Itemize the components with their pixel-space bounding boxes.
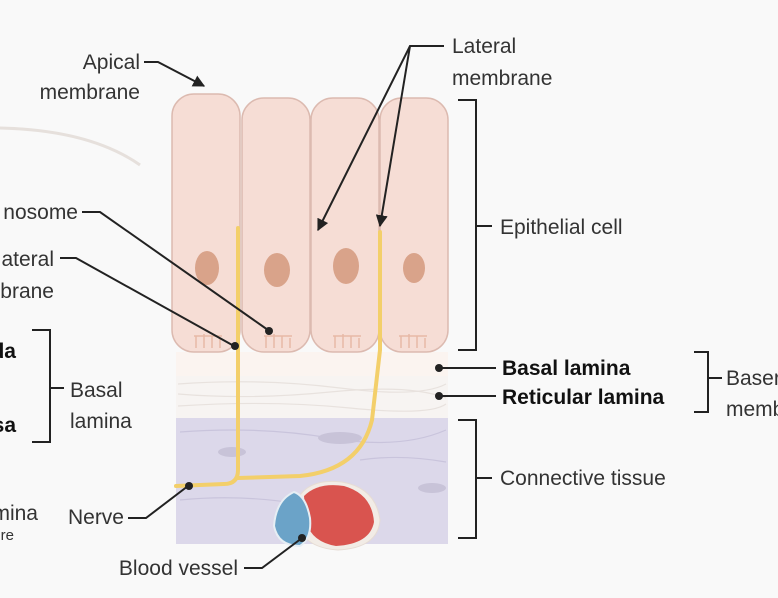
epithelial-cell: [241, 97, 311, 353]
basal-lamina-left-line2: lamina: [70, 410, 132, 433]
lateral-leader-2: [375, 45, 411, 228]
lateral-label-line1: Lateral: [452, 35, 516, 58]
epithelial-cells: [171, 93, 449, 353]
nucleus: [333, 248, 359, 284]
apical-leader: [144, 61, 206, 87]
basement-bracket: [694, 351, 722, 413]
basal-lamina-left-line1: Basal: [70, 379, 123, 402]
reticular-lamina-label: Reticular lamina: [502, 386, 665, 409]
basolateral-leader: [60, 257, 235, 347]
lamina-fragment-label: mina: [0, 502, 38, 525]
nucleus: [403, 253, 425, 283]
reticular-fibers: [177, 381, 447, 412]
epithelial-cell: [171, 93, 241, 353]
nerve-leader: [128, 485, 189, 519]
basement-membrane-line1: Baser: [726, 367, 778, 390]
vein: [272, 490, 312, 548]
blood-vessel-leader: [244, 537, 303, 569]
connective-fibers: [179, 429, 447, 505]
basal-lamina-left-bracket: [32, 329, 64, 443]
re-fragment-label: re: [1, 527, 14, 544]
brackets: [32, 99, 722, 539]
epithelial-cell: [379, 97, 449, 353]
epithelial-cell-label: Epithelial cell: [500, 216, 623, 239]
hemidesmosomes: [194, 334, 427, 348]
leader-dots: [185, 327, 443, 542]
background-arc: [0, 126, 141, 167]
desmosome-leader: [82, 211, 269, 331]
basolateral-label-line2: brane: [0, 280, 54, 303]
basolateral-dot: [231, 342, 239, 350]
desmosome-label: nosome: [3, 201, 78, 224]
connective-bracket: [458, 419, 492, 539]
connective-tissue-label: Connective tissue: [500, 467, 666, 490]
basement-membrane-line2: memb: [726, 398, 778, 421]
blood-vessel: [272, 480, 381, 551]
basal-lamina-dot: [435, 364, 443, 372]
nucleus: [195, 251, 219, 285]
artery: [304, 485, 374, 546]
nucleus: [264, 253, 290, 287]
nuclei: [195, 248, 425, 287]
desmosome-dot: [265, 327, 273, 335]
basolateral-label-line1: ateral: [1, 248, 54, 271]
lateral-label-line2: membrane: [452, 67, 552, 90]
apical-label-line1: Apical: [83, 51, 140, 74]
blood-vessel-label: Blood vessel: [119, 557, 238, 580]
blood-vessel-dot: [298, 534, 306, 542]
basal-lamina-layer: [176, 352, 448, 376]
nerve-dot: [185, 482, 193, 490]
epithelial-bracket: [458, 99, 492, 351]
leader-lines: [60, 45, 496, 569]
nerve-fibers: [174, 226, 382, 488]
reticular-lamina-dot: [435, 392, 443, 400]
nerve-label: Nerve: [68, 506, 124, 529]
basal-lamina-label: Basal lamina: [502, 357, 631, 380]
lamina-lucida-label: da: [0, 340, 16, 363]
lamina-densa-label: sa: [0, 414, 16, 437]
apical-label-line2: membrane: [40, 81, 140, 104]
